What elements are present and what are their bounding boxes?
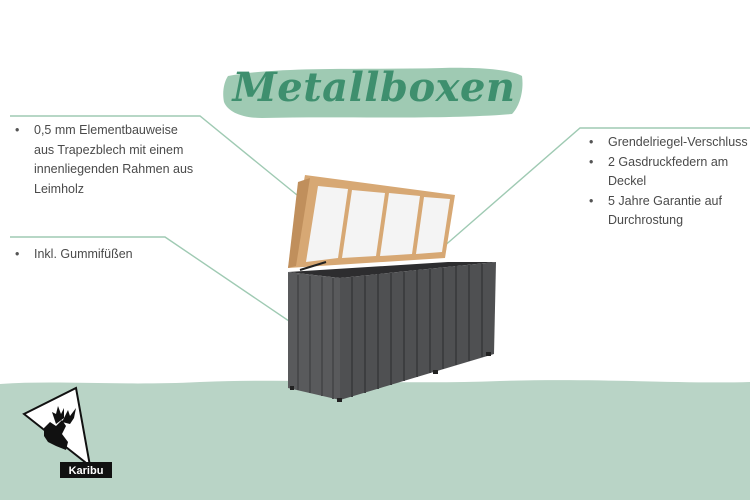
list-item: 0,5 mm Elementbauweise aus Trapezblech m…	[8, 121, 198, 199]
callout-line-lock	[441, 127, 750, 249]
title-brush-stroke	[223, 67, 523, 118]
rubber-foot	[433, 370, 438, 374]
lid-panel	[342, 190, 385, 258]
feature-list-frame: 0,5 mm Elementbauweise aus Trapezblech m…	[8, 121, 198, 199]
rubber-foot	[486, 352, 491, 356]
lid-panel	[380, 193, 420, 256]
box-end-panel	[288, 272, 340, 400]
page-title: Metallboxen	[232, 64, 516, 111]
lid-panel	[416, 197, 450, 254]
list-item: Grendelriegel-Verschluss	[582, 133, 750, 153]
logo-text: Karibu	[69, 465, 104, 477]
callout-line-frame	[10, 115, 341, 231]
lid-panel	[306, 186, 348, 262]
feature-list-feet: Inkl. Gummifüßen	[8, 245, 198, 265]
list-item: 2 Gasdruckfedern am Deckel	[582, 153, 750, 192]
list-item: 5 Jahre Garantie auf Durchrostung	[582, 192, 750, 231]
rubber-foot	[337, 398, 342, 402]
deer-head-icon	[44, 406, 76, 450]
ground-band	[0, 380, 750, 500]
list-item: Inkl. Gummifüßen	[8, 245, 198, 265]
feature-list-right: Grendelriegel-Verschluss 2 Gasdruckfeder…	[582, 133, 750, 231]
callout-line-feet	[10, 236, 315, 339]
karibu-logo: Karibu	[22, 386, 112, 478]
rubber-foot	[290, 386, 294, 390]
